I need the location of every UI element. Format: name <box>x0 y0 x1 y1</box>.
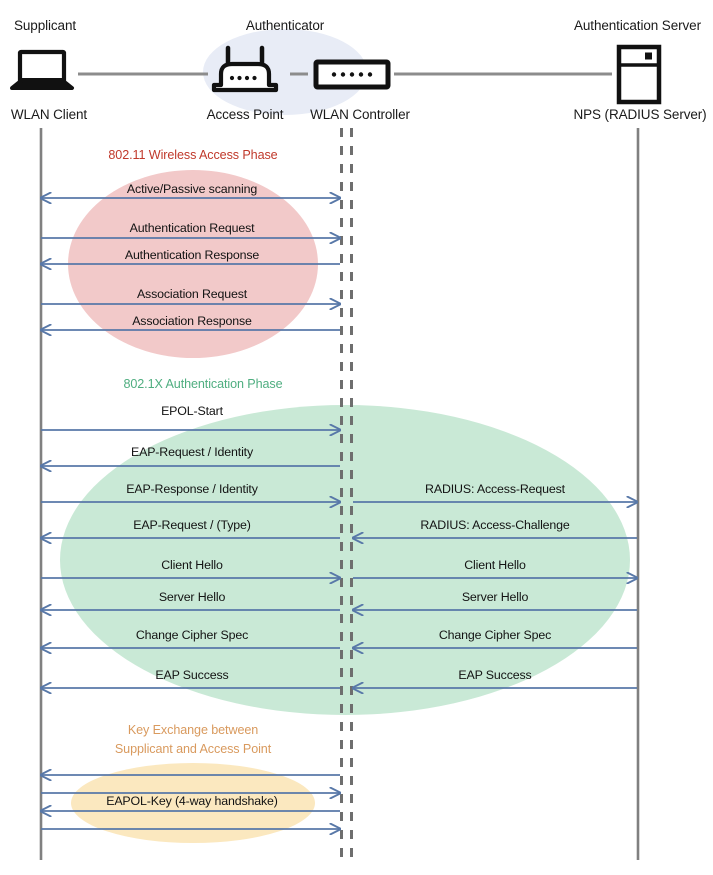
msg-label-association-request: Association Request <box>136 287 248 301</box>
actor-device-nps-radius-server: NPS (RADIUS Server) <box>573 107 707 122</box>
server-icon <box>616 44 662 105</box>
msg-label-change-cipher-spec-right: Change Cipher Spec <box>438 628 552 642</box>
wlan-controller-icon <box>313 59 391 90</box>
msg-label-authentication-request: Authentication Request <box>129 221 255 235</box>
actor-role-authentication-server: Authentication Server <box>574 18 701 33</box>
authenticator-group-ellipse <box>203 29 367 115</box>
phase-label-dot1x-auth: 802.1X Authentication Phase <box>123 377 283 391</box>
msg-label-eap-success-right: EAP Success <box>458 668 532 682</box>
dot1x-auth-phase-ellipse <box>60 405 630 715</box>
msg-label-authentication-response: Authentication Response <box>124 248 260 262</box>
actor-role-authenticator: Authenticator <box>245 18 325 33</box>
phase-label-key-exchange-line1: Key Exchange between <box>127 723 259 737</box>
actor-device-wlan-controller: WLAN Controller <box>310 107 410 122</box>
actor-device-access-point: Access Point <box>206 107 284 122</box>
right-message-arrows <box>353 502 637 688</box>
msg-label-eap-response-identity: EAP-Response / Identity <box>126 482 258 496</box>
access-point-icon <box>211 45 279 93</box>
phase-label-key-exchange-line2: Supplicant and Access Point <box>114 742 272 756</box>
laptop-icon <box>10 49 74 90</box>
msg-label-radius-access-challenge: RADIUS: Access-Challenge <box>420 518 570 532</box>
phase-label-wireless-access: 802.11 Wireless Access Phase <box>108 148 278 162</box>
msg-label-change-cipher-spec-left: Change Cipher Spec <box>135 628 249 642</box>
msg-label-server-hello-left: Server Hello <box>158 590 226 604</box>
msg-label-server-hello-right: Server Hello <box>461 590 529 604</box>
msg-label-eap-request-type: EAP-Request / (Type) <box>133 518 251 532</box>
msg-label-eapol-key-handshake: EAPOL-Key (4-way handshake) <box>106 794 278 808</box>
msg-label-radius-access-request: RADIUS: Access-Request <box>425 482 565 496</box>
msg-label-eap-request-identity: EAP-Request / Identity <box>130 445 254 459</box>
actor-role-supplicant: Supplicant <box>13 18 77 33</box>
msg-label-association-response: Association Response <box>132 314 252 328</box>
actor-device-wlan-client: WLAN Client <box>10 107 88 122</box>
msg-label-client-hello-right: Client Hello <box>464 558 526 572</box>
msg-label-client-hello-left: Client Hello <box>161 558 223 572</box>
msg-label-eap-success-left: EAP Success <box>155 668 229 682</box>
msg-label-epol-start: EPOL-Start <box>161 404 223 418</box>
msg-label-active-passive-scanning: Active/Passive scanning <box>126 182 258 196</box>
key-exchange-phase-ellipse <box>71 763 315 843</box>
left-message-arrows <box>41 198 340 829</box>
